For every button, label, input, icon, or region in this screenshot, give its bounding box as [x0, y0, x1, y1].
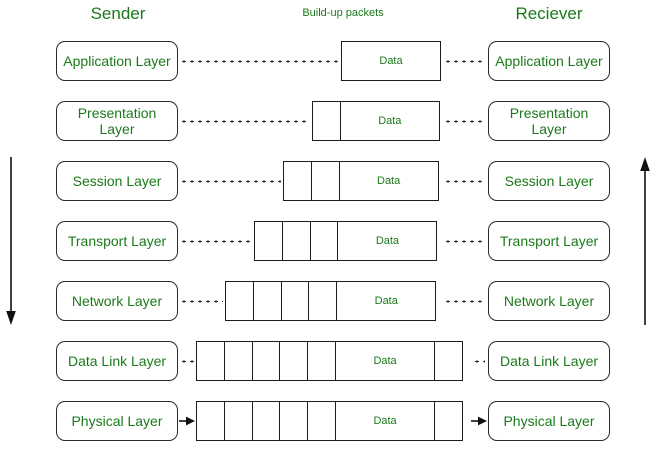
connector-dotted-left	[180, 59, 339, 63]
packet-header-cell	[308, 281, 338, 321]
packet-strip: Data	[283, 161, 441, 201]
packet-header-cell	[251, 341, 281, 381]
sender-layer-box[interactable]: Application Layer	[56, 41, 178, 81]
packet-header-cell	[309, 221, 339, 261]
packet-strip: Data	[196, 341, 470, 381]
receiver-layer-box[interactable]: Data Link Layer	[488, 341, 610, 381]
packet-header-cell	[307, 341, 337, 381]
connector-dotted-right	[444, 179, 485, 183]
connector-arrow-right	[471, 415, 487, 427]
packet-strip: Data	[254, 221, 441, 261]
packet-data-cell: Data	[339, 101, 440, 141]
packet-data-cell: Data	[336, 281, 437, 321]
connector-dotted-right	[473, 359, 485, 363]
connector-dotted-right	[444, 299, 485, 303]
packet-strip: Data	[341, 41, 441, 81]
packet-header-cell	[283, 161, 312, 201]
packet-header-cell	[312, 101, 341, 141]
connector-dotted-right	[444, 59, 485, 63]
connector-dotted-left	[180, 239, 252, 243]
receiver-layer-box[interactable]: Physical Layer	[488, 401, 610, 441]
connector-dotted-left	[180, 179, 281, 183]
packet-strip: Data	[312, 101, 441, 141]
packet-trailer-cell	[433, 401, 463, 441]
packet-header-cell	[307, 401, 337, 441]
sender-layer-box[interactable]: Presentation Layer	[56, 101, 178, 141]
receiver-layer-box[interactable]: Presentation Layer	[488, 101, 610, 141]
sender-layer-box[interactable]: Data Link Layer	[56, 341, 178, 381]
sender-layer-box[interactable]: Transport Layer	[56, 221, 178, 261]
connector-dotted-right	[444, 239, 485, 243]
packet-data-cell: Data	[341, 41, 441, 81]
receiver-layer-box[interactable]: Session Layer	[488, 161, 610, 201]
receiver-layer-box[interactable]: Application Layer	[488, 41, 610, 81]
packet-header-cell	[196, 401, 225, 441]
packet-header-cell	[225, 281, 254, 321]
sender-layer-box[interactable]: Session Layer	[56, 161, 178, 201]
connector-dotted-left	[180, 359, 194, 363]
packet-data-cell: Data	[335, 341, 436, 381]
connector-dotted-left	[180, 119, 310, 123]
packet-header-cell	[223, 341, 253, 381]
packet-header-cell	[196, 341, 225, 381]
packet-header-cell	[251, 401, 281, 441]
packet-data-cell: Data	[335, 401, 436, 441]
decapsulation-up-arrow	[636, 155, 656, 327]
packet-data-cell: Data	[338, 161, 439, 201]
packet-data-cell: Data	[337, 221, 438, 261]
packet-header-cell	[279, 341, 309, 381]
heading-build-up-packets: Build-up packets	[302, 7, 384, 19]
packet-header-cell	[279, 401, 309, 441]
packet-header-cell	[281, 221, 311, 261]
packet-header-cell	[223, 401, 253, 441]
encapsulation-down-arrow	[2, 155, 22, 327]
packet-header-cell	[252, 281, 282, 321]
connector-dotted-left	[180, 299, 223, 303]
packet-strip: Data	[196, 401, 470, 441]
receiver-layer-box[interactable]: Network Layer	[488, 281, 610, 321]
heading-sender: Sender	[90, 4, 146, 23]
packet-strip: Data	[225, 281, 441, 321]
packet-header-cell	[254, 221, 283, 261]
packet-trailer-cell	[433, 341, 463, 381]
sender-layer-box[interactable]: Network Layer	[56, 281, 178, 321]
packet-header-cell	[280, 281, 310, 321]
heading-receiver: Reciever	[515, 4, 583, 23]
packet-header-cell	[310, 161, 340, 201]
connector-arrow-left	[179, 415, 195, 427]
connector-dotted-right	[444, 119, 485, 123]
receiver-layer-box[interactable]: Transport Layer	[488, 221, 610, 261]
sender-layer-box[interactable]: Physical Layer	[56, 401, 178, 441]
